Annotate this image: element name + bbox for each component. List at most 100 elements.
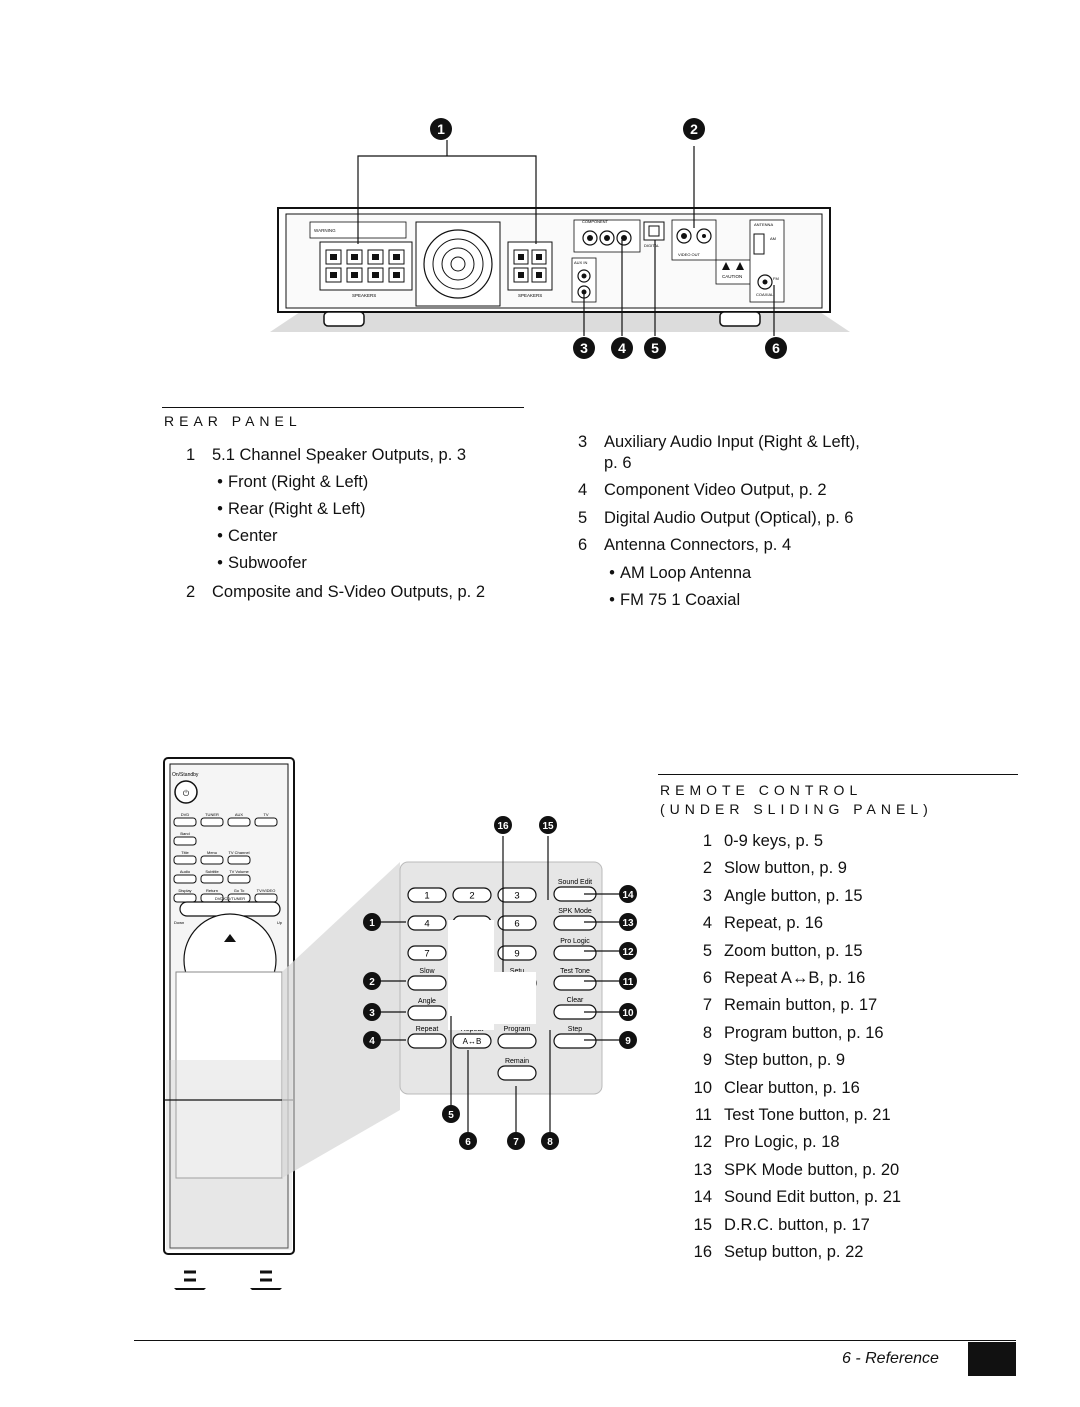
callout-circle bbox=[619, 942, 637, 960]
item-text: Digital Audio Output (Optical), p. 6 bbox=[604, 509, 854, 527]
item-text: Repeat A↔B, p. 16 bbox=[724, 969, 866, 987]
caution-text: CAUTION bbox=[722, 274, 742, 279]
remote-button-tuner[interactable] bbox=[200, 817, 224, 827]
item-text: Front (Right & Left) bbox=[228, 473, 369, 491]
item-text: p. 6 bbox=[604, 454, 632, 472]
rear-bullet-am: •AM Loop Antenna bbox=[604, 564, 751, 583]
remote-leaders bbox=[378, 836, 620, 1132]
remote-button-display[interactable] bbox=[173, 893, 197, 903]
item-text: Pro Logic, p. 18 bbox=[724, 1133, 840, 1152]
repeat-button-label: Repeat bbox=[416, 1026, 439, 1033]
item-text: Remain button, p. 17 bbox=[724, 996, 878, 1015]
caution-label bbox=[715, 259, 755, 285]
remain-button-label: Remain bbox=[505, 1058, 529, 1065]
remote-button-dvd[interactable] bbox=[173, 817, 197, 827]
callout-circle bbox=[363, 1031, 381, 1049]
angle-button[interactable] bbox=[407, 1005, 447, 1021]
number-key-6-label: 6 bbox=[514, 919, 519, 930]
fan-icon bbox=[423, 229, 493, 299]
item-text: Angle button, p. 15 bbox=[724, 886, 863, 905]
remote-button-title[interactable] bbox=[173, 855, 197, 865]
item-number: 10 bbox=[693, 1078, 712, 1097]
rear-item-3-cont: p. 6 bbox=[578, 454, 632, 473]
warning-text: WARNING bbox=[314, 228, 336, 233]
item-text: Component Video Output, p. 2 bbox=[604, 481, 827, 499]
slow-button[interactable] bbox=[407, 975, 447, 991]
item-text: AM Loop Antenna bbox=[620, 564, 752, 582]
repeat-button[interactable] bbox=[407, 1033, 447, 1049]
item-text: Sound Edit button, p. 21 bbox=[724, 1188, 902, 1207]
dvd-cd-tuner-label: DVD/CD/TUNER bbox=[215, 896, 245, 901]
up-label: Up bbox=[277, 920, 283, 925]
rear-callouts: 1 2 3 4 5 6 bbox=[430, 118, 787, 359]
antenna-block bbox=[749, 219, 785, 303]
item-number: 4 bbox=[702, 914, 712, 933]
remote-label-tv: TV bbox=[263, 812, 268, 817]
down-label: Down bbox=[174, 920, 184, 925]
item-number: 4 bbox=[578, 481, 588, 499]
svg-text:⏻: ⏻ bbox=[183, 789, 190, 798]
remote-button-tv_video[interactable] bbox=[254, 893, 278, 903]
remain-button[interactable] bbox=[497, 1065, 537, 1081]
callout-circle bbox=[459, 1132, 477, 1150]
number-key-1[interactable] bbox=[407, 887, 447, 903]
callout-circle bbox=[494, 816, 512, 834]
remote-label-menu: Menu bbox=[207, 850, 217, 855]
terminal-clip bbox=[330, 254, 337, 260]
number-key-3[interactable] bbox=[497, 887, 537, 903]
number-key-6[interactable] bbox=[497, 915, 537, 931]
number-key-7-label: 7 bbox=[424, 949, 429, 960]
speaker-terminal-block-left bbox=[319, 241, 413, 291]
repeat-ab-button[interactable] bbox=[452, 1033, 492, 1049]
item-text: Center bbox=[228, 527, 278, 545]
test-tone-button[interactable] bbox=[553, 975, 597, 991]
program-button[interactable] bbox=[497, 1033, 537, 1049]
number-key-9[interactable] bbox=[497, 945, 537, 961]
remote-heading-line2: (UNDER SLIDING PANEL) bbox=[660, 801, 933, 817]
repeat-ab-text: A↔B bbox=[463, 1037, 482, 1046]
number-key-7[interactable] bbox=[407, 945, 447, 961]
slow-button-label: Slow bbox=[419, 968, 435, 975]
remote-button-subtitle[interactable] bbox=[200, 874, 224, 884]
terminal-clip bbox=[351, 254, 358, 260]
fan-grille bbox=[415, 221, 501, 307]
pro-logic-button[interactable] bbox=[553, 945, 597, 961]
remote-button-tv_channel[interactable] bbox=[227, 855, 251, 865]
number-key-4[interactable] bbox=[407, 915, 447, 931]
remote-button-menu[interactable] bbox=[200, 855, 224, 865]
item-number: 15 bbox=[693, 1215, 712, 1234]
remote-button-aux[interactable] bbox=[227, 817, 251, 827]
number-key-2[interactable] bbox=[452, 887, 492, 903]
remote-button-band[interactable] bbox=[173, 836, 197, 846]
callout-15: 15 bbox=[542, 821, 554, 832]
item-number: 1 bbox=[702, 832, 712, 850]
number-key-1-label: 1 bbox=[424, 891, 429, 902]
item-text: 5.1 Channel Speaker Outputs, p. 3 bbox=[212, 446, 467, 464]
callout-circle bbox=[541, 1132, 559, 1150]
spk-mode-button[interactable] bbox=[553, 915, 597, 931]
slide-down-arrows bbox=[174, 1270, 282, 1290]
remote-button-tv[interactable] bbox=[254, 817, 278, 827]
step-button[interactable] bbox=[553, 1033, 597, 1049]
remote-button-audio[interactable] bbox=[173, 874, 197, 884]
item-text: Step button, p. 9 bbox=[724, 1051, 846, 1070]
callout-circle bbox=[619, 885, 637, 903]
callout-9: 9 bbox=[625, 1036, 631, 1047]
callout-2: 2 bbox=[690, 121, 698, 137]
callout-7: 7 bbox=[513, 1137, 519, 1148]
callout-circle bbox=[619, 913, 637, 931]
setup-button-label: Setu bbox=[510, 968, 525, 975]
callout-4: 4 bbox=[369, 1036, 375, 1047]
remote-button-tv_volume[interactable] bbox=[227, 874, 251, 884]
